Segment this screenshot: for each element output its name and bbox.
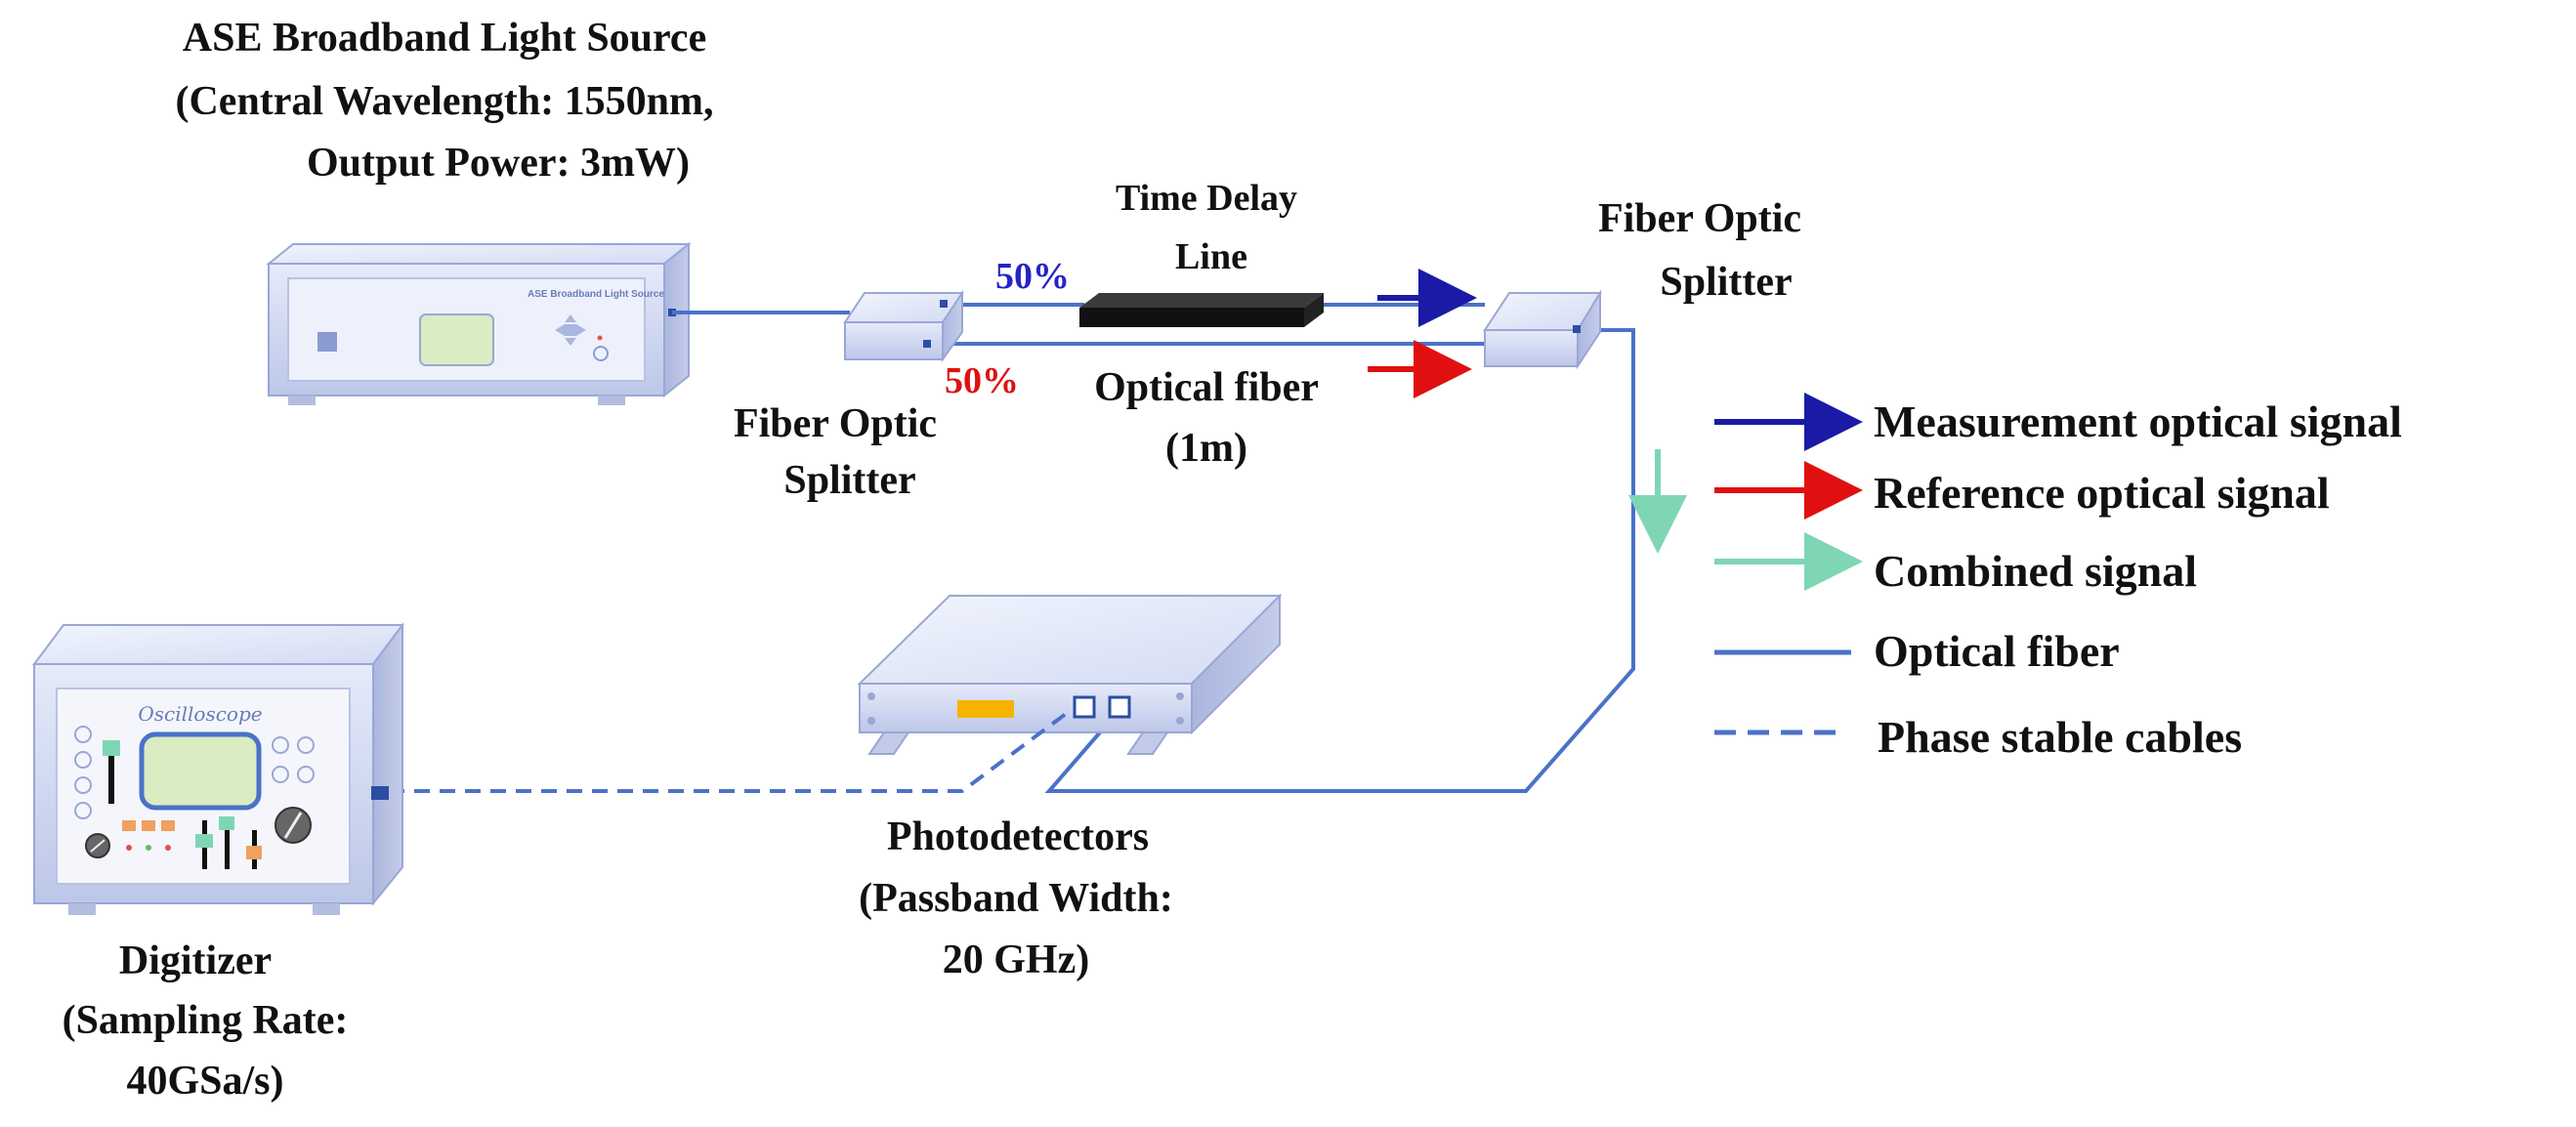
splitter-right-label-line2: Splitter [1660,260,1792,305]
phase-stable-cable [389,709,1072,793]
digitizer-label-line1: Digitizer [119,939,272,983]
splitter-left-label-line1: Fiber Optic [734,401,937,446]
ase-title-line3: Output Power: 3mW) [307,141,690,186]
ase-light-source-device: ASE Broadband Light Source [266,241,692,405]
legend-item-phase-stable: Phase stable cables [1714,712,2242,762]
legend: Measurement optical signal Reference opt… [1714,393,2402,762]
photodetectors-label-line3: 20 GHz) [943,938,1089,982]
digitizer-label-line3: 40GSa/s) [126,1059,283,1104]
photodetectors-label-line1: Photodetectors [887,814,1149,859]
splitter-right-label-line1: Fiber Optic [1598,196,1801,241]
legend-label-reference: Reference optical signal [1874,468,2330,518]
split-ratio-top: 50% [995,256,1070,297]
photodetectors-device [857,593,1283,755]
legend-item-reference: Reference optical signal [1714,461,2330,520]
legend-label-phase-stable: Phase stable cables [1878,712,2242,762]
legend-item-combined: Combined signal [1714,532,2197,596]
legend-label-optical-fiber: Optical fiber [1874,626,2120,676]
fiber-combiner-to-detector [1044,328,1635,793]
digitizer-label-line2: (Sampling Rate: [63,998,349,1043]
digitizer-panel-text: Oscilloscope [138,702,262,726]
digitizer-device: Oscilloscope [32,622,404,915]
delay-line-label-line2: Line [1175,236,1247,277]
splitter-left-device [843,289,964,363]
delay-line-label-line1: Time Delay [1116,178,1297,219]
split-ratio-bottom: 50% [945,360,1019,401]
splitter-left-label-line2: Splitter [783,458,915,503]
legend-label-combined: Combined signal [1874,546,2197,596]
time-delay-line-device [1079,293,1324,327]
legend-item-measurement: Measurement optical signal [1714,393,2402,451]
photodetectors-label-line2: (Passband Width: [859,876,1173,921]
ase-title-line2: (Central Wavelength: 1550nm, [175,79,713,124]
legend-label-measurement: Measurement optical signal [1874,397,2402,446]
legend-item-optical-fiber: Optical fiber [1714,626,2120,676]
ase-panel-text: ASE Broadband Light Source [528,289,664,300]
ase-title-line1: ASE Broadband Light Source [183,16,706,61]
ref-fiber-label-line1: Optical fiber [1094,365,1319,410]
optical-fibers [672,303,1635,793]
splitter-right-device [1483,289,1602,370]
ref-fiber-label-line2: (1m) [1165,426,1247,471]
